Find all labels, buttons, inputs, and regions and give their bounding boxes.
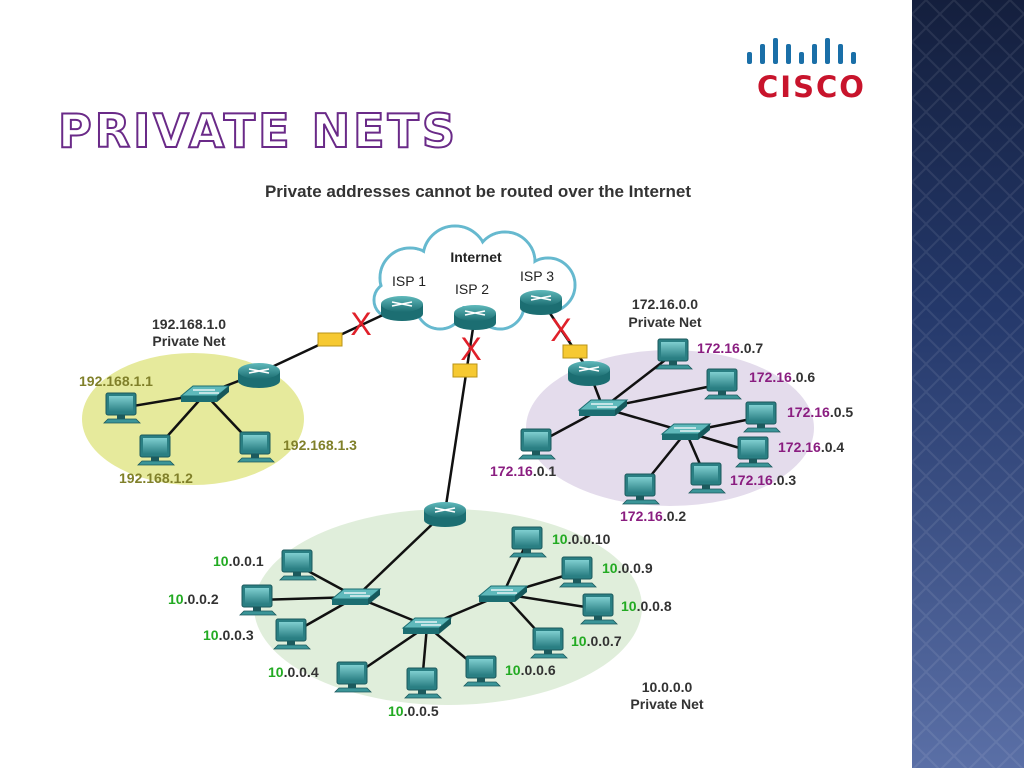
pc-icon-10-7 [530,627,568,659]
network-diagram: Private addresses cannot be routed over … [79,182,853,719]
pc-icon-10-1 [279,549,317,581]
link-r10-isp2 [443,314,477,513]
isp-3-label: ISP 3 [520,268,554,284]
switch-icon-s10b [401,617,453,634]
router-icon-r172 [568,361,610,386]
switch-icon-s192 [179,385,231,402]
host-label-10-5: 10.0.0.5 [388,703,439,719]
packet-envelopes [317,332,588,378]
pc-icon-10-5 [404,667,442,699]
pc-icon-10-6 [463,655,501,687]
pc-icon-192-1 [103,392,141,424]
pc-icon-172-4 [735,436,773,468]
router-icon-isp3 [520,290,562,315]
host-label-10-8: 10.0.0.8 [621,598,672,614]
host-label-10-1: 10.0.0.1 [213,553,264,569]
host-label-172-2: 172.16.0.2 [620,508,686,524]
switch-icon-s10a [330,588,382,605]
isp-2-label: ISP 2 [455,281,489,297]
net-172-address: 172.16.0.0 [632,296,698,312]
switch-icon-s172b [660,423,712,440]
host-label-192-2: 192.168.1.2 [119,470,193,486]
devices [103,290,781,699]
host-label-10-2: 10.0.0.2 [168,591,219,607]
pc-icon-172-1 [518,428,556,460]
host-label-172-6: 172.16.0.6 [749,369,815,385]
router-icon-r192 [238,363,280,388]
host-label-192-1: 192.168.1.1 [79,373,153,389]
pc-icon-10-9 [559,556,597,588]
pc-icon-10-3 [273,618,311,650]
link-r10-s10a [355,511,446,598]
host-label-172-5: 172.16.0.5 [787,404,853,420]
side-panel [912,0,1024,768]
cisco-logo-bars [747,38,856,64]
blocked-marker-isp3: X [550,312,571,348]
net-192-name: Private Net [152,333,225,349]
pc-icon-192-2 [137,434,175,466]
pc-icon-192-3 [237,431,275,463]
host-label-172-7: 172.16.0.7 [697,340,763,356]
net-192-address: 192.168.1.0 [152,316,226,332]
switch-icon-s10c [477,585,529,602]
pc-icon-10-8 [580,593,618,625]
pc-icon-10-10 [509,526,547,558]
host-label-172-3: 172.16.0.3 [730,472,796,488]
net-10-address: 10.0.0.0 [642,679,693,695]
switch-icon-s172a [577,399,629,416]
packet-isp3 [562,344,588,359]
slide-title: Private Nets [57,103,459,159]
pc-icon-172-3 [688,462,726,494]
pc-icon-10-2 [239,584,277,616]
pc-icon-10-4 [334,661,372,693]
pc-icon-172-7 [655,338,693,370]
host-label-192-3: 192.168.1.3 [283,437,357,453]
host-label-10-4: 10.0.0.4 [268,664,319,680]
isp-1-label: ISP 1 [392,273,426,289]
diagram-heading: Private addresses cannot be routed over … [265,182,691,201]
host-label-10-6: 10.0.0.6 [505,662,556,678]
blocked-marker-isp1: X [350,306,371,342]
router-icon-isp2 [454,305,496,330]
packet-isp2 [452,363,478,378]
host-label-10-9: 10.0.0.9 [602,560,653,576]
router-icon-isp1 [381,296,423,321]
link-s172a-172-7 [602,353,674,409]
host-label-172-4: 172.16.0.4 [778,439,844,455]
pc-icon-172-5 [743,401,781,433]
internet-label: Internet [450,249,502,265]
blocked-marker-isp2: X [460,331,481,367]
host-label-10-10: 10.0.0.10 [552,531,611,547]
host-label-10-3: 10.0.0.3 [203,627,254,643]
net-10-name: Private Net [630,696,703,712]
host-label-10-7: 10.0.0.7 [571,633,622,649]
host-label-172-1: 172.16.0.1 [490,463,556,479]
cisco-logo-text: CISCO [757,70,866,104]
pc-icon-172-6 [704,368,742,400]
router-icon-r10 [424,502,466,527]
packet-isp1 [317,332,343,347]
pc-icon-172-2 [622,473,660,505]
net-172-name: Private Net [628,314,701,330]
